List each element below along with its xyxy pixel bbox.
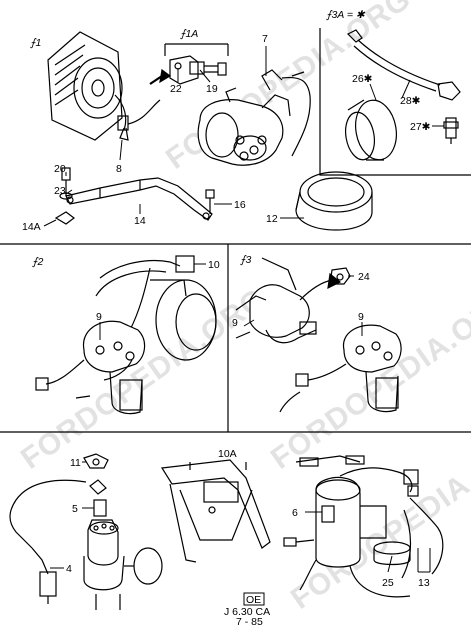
callout-14a: 14A bbox=[22, 221, 41, 233]
watermark-2: FORDOPEDIA.ORG bbox=[15, 282, 272, 476]
panel-4-right-drawing bbox=[283, 455, 444, 598]
callout-19: 19 bbox=[206, 83, 218, 95]
section-label-3a: ⨍3A = ✱ bbox=[326, 9, 366, 21]
leader-lines-panel-2 bbox=[99, 263, 206, 340]
callout-10: 10 bbox=[208, 259, 220, 271]
section-label-1a: ⨍1A bbox=[180, 28, 198, 40]
watermark-1: FORDOPEDIA.ORG bbox=[160, 0, 417, 176]
ht-lead-28-drawing bbox=[346, 29, 461, 101]
callout-20: 20 bbox=[54, 163, 66, 175]
callout-9-panel-3b: 9 bbox=[358, 311, 364, 323]
callout-14: 14 bbox=[134, 215, 146, 227]
callout-4: 4 bbox=[66, 563, 72, 575]
footer-code: J 6.30 CA bbox=[224, 606, 270, 618]
callout-5: 5 bbox=[72, 503, 78, 515]
callout-13: 13 bbox=[418, 577, 430, 589]
panel-borders bbox=[0, 28, 471, 433]
distributor-assembly-drawing bbox=[197, 69, 311, 166]
panel-4-left-drawing bbox=[9, 453, 163, 610]
section-label-3: ⨍3 bbox=[240, 254, 251, 266]
callout-28: 28✱ bbox=[400, 95, 421, 107]
oe-badge: OE bbox=[246, 594, 261, 606]
callout-26: 26✱ bbox=[352, 73, 373, 85]
callout-27: 27✱ bbox=[410, 121, 431, 133]
resistor-lead-drawing bbox=[117, 68, 172, 141]
section-label-10a: 10A bbox=[218, 448, 237, 460]
spark-plug-27-drawing bbox=[443, 117, 459, 144]
panel-3-drawing bbox=[235, 257, 402, 413]
callouts: 7 22 19 8 20 23 14A 14 16 12 26✱ 28✱ 27✱… bbox=[22, 33, 431, 589]
callout-7: 7 bbox=[262, 33, 268, 45]
callout-25: 25 bbox=[382, 577, 394, 589]
alternator-drawing bbox=[47, 31, 127, 141]
shield-26-drawing bbox=[344, 99, 397, 161]
section-label-1: ⨍1 bbox=[30, 37, 41, 49]
bracket-insert-drawing bbox=[164, 43, 229, 85]
callout-8: 8 bbox=[116, 163, 122, 175]
section-label-2: ⨍2 bbox=[32, 256, 43, 268]
footer-date: 7 - 85 bbox=[236, 616, 263, 626]
callout-23: 23 bbox=[54, 185, 66, 197]
callout-16: 16 bbox=[234, 199, 246, 211]
callout-22: 22 bbox=[170, 83, 182, 95]
oe-badge-frame bbox=[243, 592, 265, 606]
shield-12-drawing bbox=[295, 171, 373, 231]
callout-6: 6 bbox=[292, 507, 298, 519]
leader-lines-panel-4 bbox=[50, 461, 431, 573]
panel-4-center-drawing bbox=[160, 459, 271, 563]
leader-lines-panel-1 bbox=[43, 46, 444, 227]
callout-9-panel-2: 9 bbox=[96, 311, 102, 323]
footer-block: OE J 6.30 CA 7 - 85 bbox=[224, 592, 270, 626]
callout-12: 12 bbox=[266, 213, 278, 225]
callout-11: 11 bbox=[70, 457, 81, 469]
leader-lines-panel-3 bbox=[243, 275, 363, 336]
callout-9-panel-3a: 9 bbox=[232, 317, 238, 329]
callout-24: 24 bbox=[358, 271, 370, 283]
panel-2-drawing bbox=[35, 255, 217, 415]
bracket-14-drawing bbox=[54, 167, 215, 225]
